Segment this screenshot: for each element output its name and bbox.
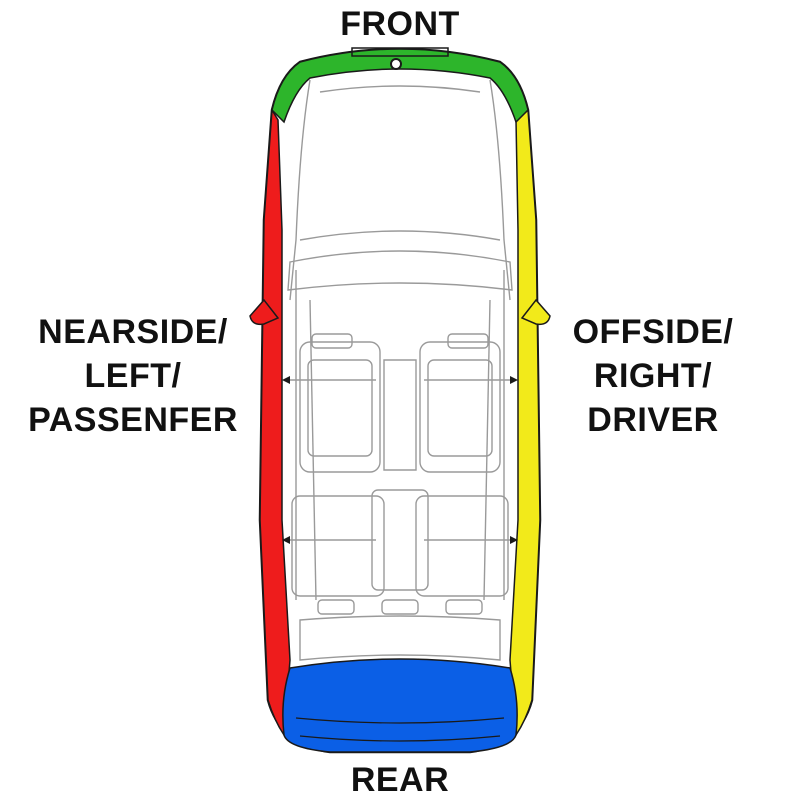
offside-label: OFFSIDE/ RIGHT/ DRIVER: [553, 310, 753, 442]
nearside-label-line-2: LEFT/: [84, 357, 182, 395]
offside-label-line-1: OFFSIDE/: [572, 313, 734, 351]
offside-zone: [509, 108, 541, 738]
front-label: FRONT: [340, 5, 460, 43]
car-body: [258, 47, 542, 754]
offside-label-line-2: RIGHT/: [593, 357, 713, 395]
right-mirror: [520, 298, 551, 326]
nearside-label-line-3: PASSENFER: [28, 401, 238, 439]
interior-lines: [284, 79, 514, 661]
rear-zone: [282, 658, 518, 753]
nearside-zone: [259, 107, 291, 738]
front-zone: [271, 48, 529, 124]
nearside-label-line-1: NEARSIDE/: [38, 313, 228, 351]
left-mirror: [249, 298, 280, 326]
rear-bumper-lines: [295, 717, 505, 742]
rear-label: REAR: [350, 761, 450, 799]
front-grille: [351, 47, 449, 57]
door-arrowheads: [282, 376, 518, 544]
nearside-label: NEARSIDE/ LEFT/ PASSENFER: [8, 310, 258, 442]
brand-emblem-icon: [390, 58, 402, 70]
offside-label-line-3: DRIVER: [587, 401, 719, 439]
